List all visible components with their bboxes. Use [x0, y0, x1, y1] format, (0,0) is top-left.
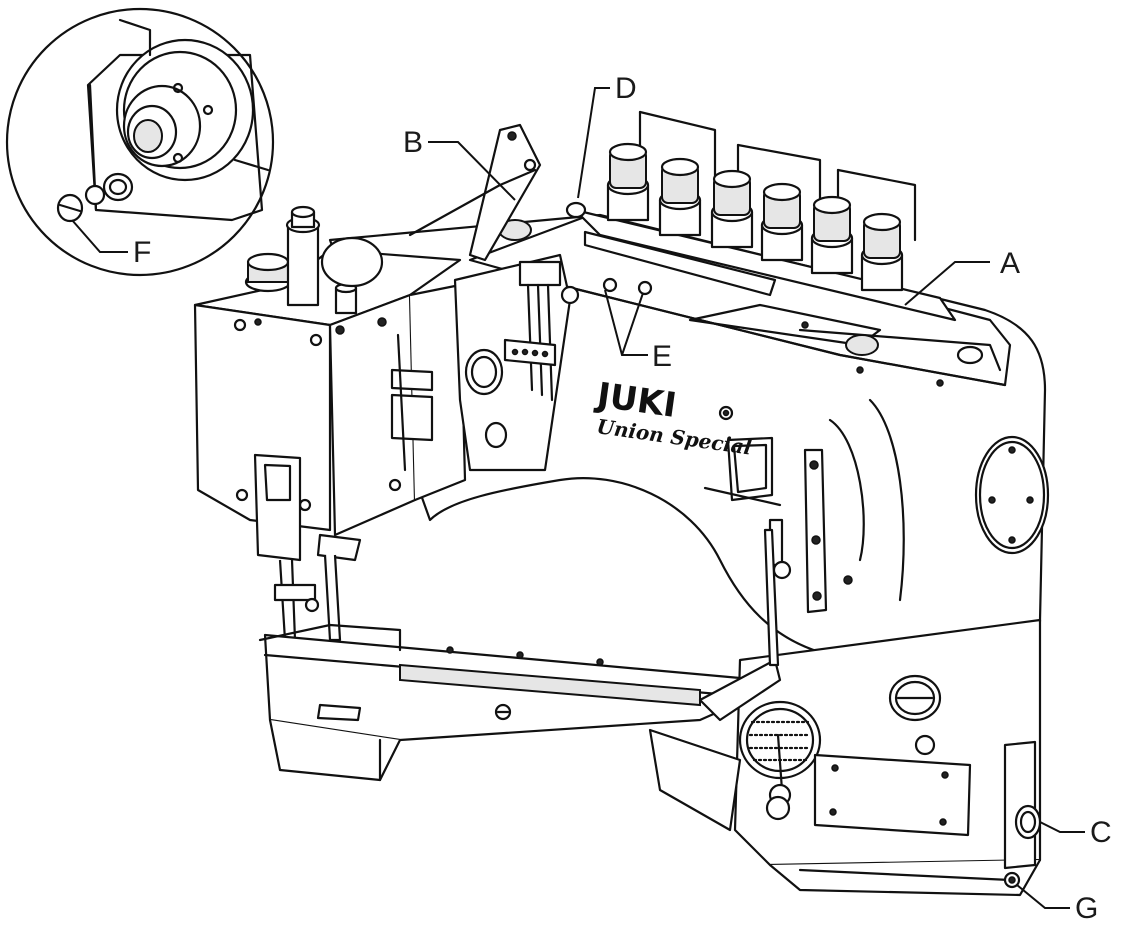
- callout-labels: A B C D E F G: [133, 72, 1112, 925]
- leader-e: [604, 289, 648, 356]
- machine-base: [648, 528, 1042, 897]
- tension-knob-4: [760, 182, 804, 262]
- leader-a: [904, 261, 990, 306]
- leader-d: [577, 87, 610, 199]
- tension-knob-6: [860, 212, 904, 292]
- label-d: D: [615, 72, 637, 105]
- tension-knob-5: [810, 195, 854, 275]
- leader-g: [1016, 884, 1070, 909]
- label-g: G: [1075, 892, 1098, 925]
- tension-knob-1: [606, 142, 650, 222]
- detail-inset: [5, 7, 275, 277]
- machine-bed: [258, 623, 747, 782]
- thread-tension-assembly: [498, 110, 957, 356]
- label-a: A: [1000, 247, 1020, 280]
- tension-knob-2: [658, 157, 702, 237]
- label-e: E: [652, 340, 672, 373]
- label-c: C: [1090, 816, 1112, 849]
- leader-f: [71, 219, 128, 253]
- leader-b: [428, 141, 516, 201]
- callout-leaders: [71, 87, 1085, 909]
- tension-knob-3: [710, 169, 754, 249]
- needle-head: [453, 253, 653, 472]
- machine-head: [193, 205, 467, 642]
- leader-c: [1039, 821, 1085, 833]
- label-b: B: [403, 126, 423, 159]
- label-f: F: [133, 236, 151, 269]
